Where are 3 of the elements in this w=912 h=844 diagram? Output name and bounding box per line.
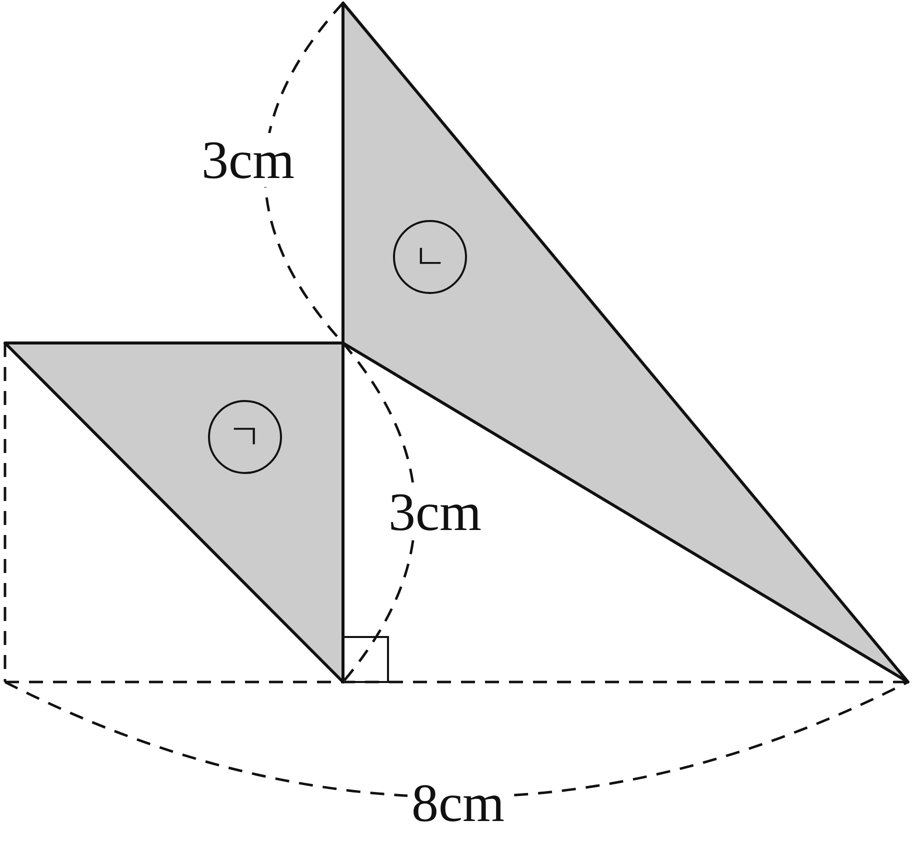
shaded-triangle	[5, 343, 343, 682]
circled-label: ㄱ	[208, 400, 282, 474]
circled-label: ㄴ	[393, 220, 467, 294]
